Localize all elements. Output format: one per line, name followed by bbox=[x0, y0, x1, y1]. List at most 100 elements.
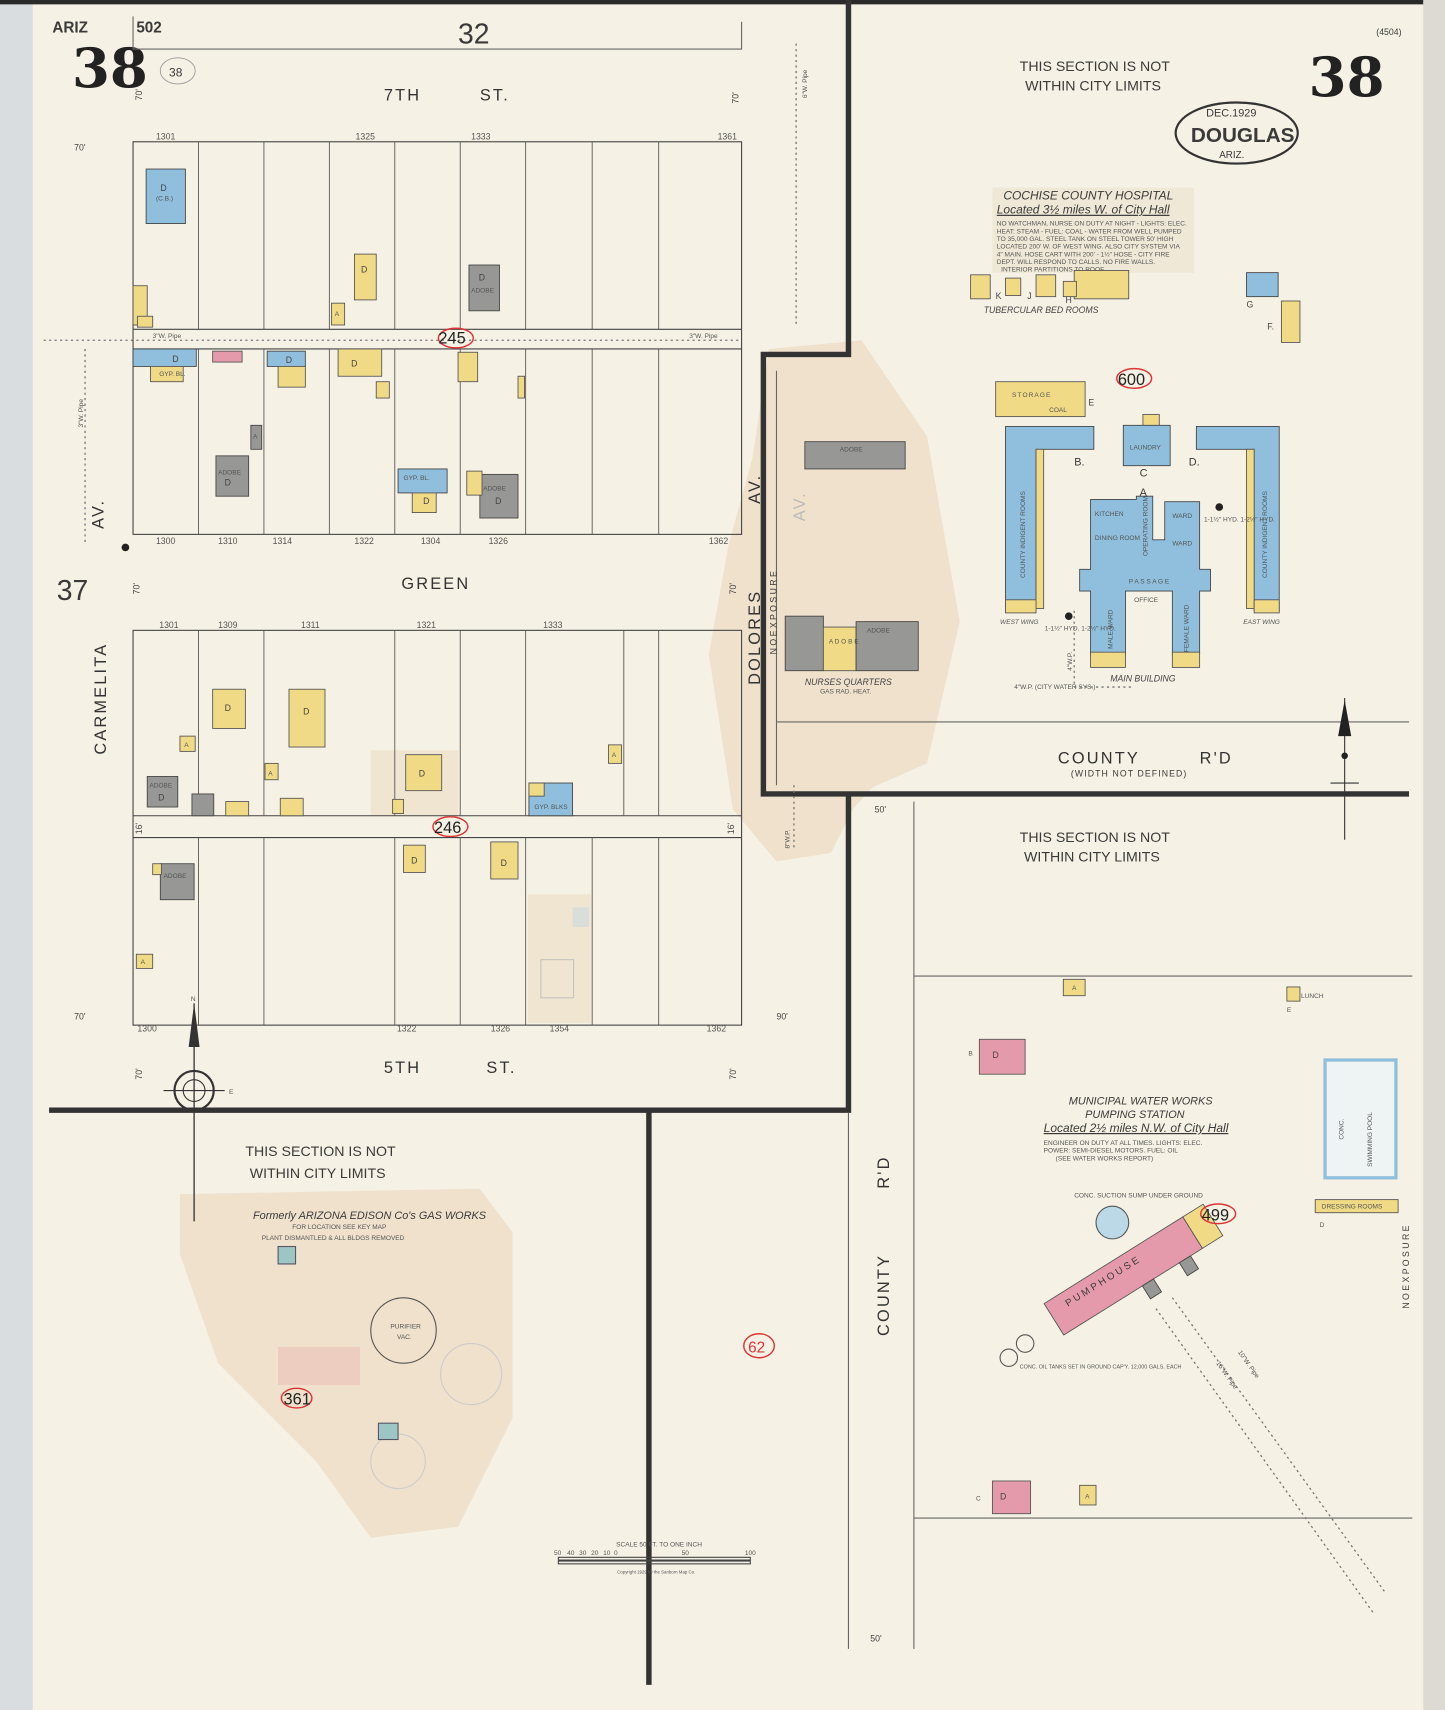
svg-text:ENGINEER ON DUTY AT ALL TIMES.: ENGINEER ON DUTY AT ALL TIMES. LIGHTS: E… bbox=[1044, 1140, 1203, 1147]
dim-label: 70' bbox=[132, 583, 142, 595]
fire-block-number: 600 bbox=[1118, 371, 1145, 389]
adjacent-sheet-line bbox=[132, 16, 743, 50]
svg-text:Located 2½ miles N.W. of City: Located 2½ miles N.W. of City Hall bbox=[1044, 1121, 1229, 1135]
svg-text:FEMALE WARD: FEMALE WARD bbox=[1184, 604, 1191, 652]
svg-text:LOCATED 200' W. OF WEST WING.: LOCATED 200' W. OF WEST WING. ALSO CITY … bbox=[997, 244, 1181, 251]
svg-text:WITHIN CITY LIMITS: WITHIN CITY LIMITS bbox=[1024, 850, 1160, 866]
street-county-rd-vertical-suffix: R'D bbox=[875, 1155, 893, 1188]
svg-text:COUNTY INDIGENT ROOMS: COUNTY INDIGENT ROOMS bbox=[1262, 491, 1269, 578]
svg-text:G: G bbox=[1247, 300, 1254, 310]
limits-note-top-right: THIS SECTION IS NOT WITHIN CITY LIMITS bbox=[1020, 59, 1171, 95]
svg-text:ADOBE: ADOBE bbox=[149, 782, 173, 789]
dim-label: 90' bbox=[776, 1012, 788, 1022]
cochise-county-hospital: COCHISE COUNTY HOSPITAL Located 3½ miles… bbox=[970, 187, 1301, 684]
fire-block-circle bbox=[1200, 1203, 1237, 1225]
street-county-rd-vertical: COUNTY bbox=[875, 1254, 893, 1336]
svg-text:0: 0 bbox=[614, 1550, 618, 1557]
svg-text:C: C bbox=[976, 1496, 981, 1503]
pipe-label-3: 3"W. Pipe bbox=[78, 399, 85, 428]
street-7th: 7TH bbox=[384, 86, 421, 104]
svg-text:D: D bbox=[419, 768, 425, 778]
date-stamp: DEC.1929 DOUGLAS ARIZ. bbox=[1174, 101, 1299, 165]
water-pipe-pump-1 bbox=[1171, 1297, 1386, 1593]
svg-text:30: 30 bbox=[579, 1550, 587, 1557]
svg-text:H: H bbox=[1065, 295, 1071, 305]
svg-text:VAC.: VAC. bbox=[397, 1334, 412, 1341]
svg-text:(C.B.): (C.B.) bbox=[156, 196, 173, 203]
right-scan-margin bbox=[1423, 0, 1445, 1710]
svg-text:OFFICE: OFFICE bbox=[1134, 597, 1159, 604]
svg-text:WITHIN CITY LIMITS: WITHIN CITY LIMITS bbox=[250, 1166, 386, 1182]
svg-text:D: D bbox=[361, 265, 367, 275]
nurses-quarters-label: NURSES QUARTERS bbox=[805, 677, 892, 687]
address: 1322 bbox=[397, 1024, 417, 1034]
svg-text:D: D bbox=[158, 792, 164, 802]
svg-text:MALE WARD: MALE WARD bbox=[1107, 609, 1114, 649]
svg-text:FOR LOCATION SEE KEY MAP: FOR LOCATION SEE KEY MAP bbox=[292, 1224, 387, 1231]
gas-works-site: Formerly ARIZONA EDISON Co's GAS WORKS F… bbox=[253, 1210, 503, 1490]
svg-text:DOUGLAS: DOUGLAS bbox=[1191, 124, 1295, 147]
svg-text:E: E bbox=[1287, 1007, 1292, 1014]
address: 1362 bbox=[707, 1024, 727, 1034]
svg-text:SCALE 50 FT. TO ONE INCH: SCALE 50 FT. TO ONE INCH bbox=[616, 1541, 702, 1548]
fire-block-circle bbox=[1116, 367, 1153, 389]
svg-text:A D O B E: A D O B E bbox=[829, 638, 859, 645]
svg-text:E: E bbox=[1088, 398, 1094, 408]
svg-text:D: D bbox=[303, 706, 309, 716]
dim-label: 50' bbox=[870, 1633, 882, 1643]
address: 1361 bbox=[718, 132, 738, 142]
svg-text:HEAT: STEAM - FUEL: COAL - WAT: HEAT: STEAM - FUEL: COAL - WATER FROM WE… bbox=[997, 228, 1182, 235]
svg-text:ADOBE: ADOBE bbox=[867, 628, 891, 635]
svg-text:D: D bbox=[495, 496, 501, 506]
address: 1300 bbox=[137, 1024, 157, 1034]
pencil-circle bbox=[159, 57, 196, 85]
svg-text:D: D bbox=[479, 272, 485, 282]
address: 1354 bbox=[550, 1024, 570, 1034]
svg-text:A: A bbox=[184, 742, 189, 749]
address: 1326 bbox=[489, 536, 509, 546]
svg-text:CONC.: CONC. bbox=[1339, 1118, 1346, 1139]
svg-text:THIS SECTION IS NOT: THIS SECTION IS NOT bbox=[1020, 830, 1171, 846]
svg-text:OPERATING ROOM: OPERATING ROOM bbox=[1142, 496, 1149, 556]
fire-block-number: 246 bbox=[434, 819, 461, 837]
svg-text:A: A bbox=[1140, 487, 1148, 499]
svg-text:A: A bbox=[1072, 985, 1077, 992]
svg-text:CONC. OIL TANKS SET IN GROUND: CONC. OIL TANKS SET IN GROUND CAP'Y. 12,… bbox=[1020, 1365, 1182, 1371]
block-246: 1301 1309 1311 1321 1333 1300 1322 1326 … bbox=[132, 620, 743, 1034]
svg-text:THIS SECTION IS NOT: THIS SECTION IS NOT bbox=[1020, 59, 1171, 75]
svg-text:STORAGE: STORAGE bbox=[1012, 392, 1051, 399]
svg-text:DRESSING ROOMS: DRESSING ROOMS bbox=[1322, 1203, 1383, 1210]
adjacent-top-sheet: 32 bbox=[458, 19, 490, 51]
svg-text:DINING ROOM: DINING ROOM bbox=[1095, 535, 1140, 542]
svg-text:DEC.1929: DEC.1929 bbox=[1206, 108, 1256, 120]
dolores-paste-overlay bbox=[708, 340, 960, 862]
pipe-label-4: 6"W. Pipe bbox=[802, 69, 809, 98]
water-pipe-hospital bbox=[1073, 610, 1135, 688]
svg-text:E: E bbox=[229, 1089, 234, 1096]
dim-label: 70' bbox=[134, 1068, 144, 1080]
svg-text:D: D bbox=[225, 477, 231, 487]
hospital-title: COCHISE COUNTY HOSPITAL bbox=[1003, 189, 1173, 203]
svg-text:C: C bbox=[1140, 468, 1148, 480]
svg-text:ADOBE: ADOBE bbox=[218, 469, 242, 476]
svg-text:ADOBE: ADOBE bbox=[164, 873, 188, 880]
street-dolores-av: AV. bbox=[746, 474, 764, 504]
street-dolores-av-faint: AV. bbox=[791, 491, 809, 521]
address: 1300 bbox=[156, 536, 176, 546]
svg-text:GYP. BL.: GYP. BL. bbox=[159, 371, 186, 378]
svg-text:100: 100 bbox=[745, 1550, 756, 1557]
svg-text:ADOBE: ADOBE bbox=[840, 446, 864, 453]
svg-text:P A S S A G E: P A S S A G E bbox=[1129, 578, 1170, 585]
dim-label: 50' bbox=[875, 804, 887, 814]
street-5th-st: ST. bbox=[486, 1059, 516, 1077]
svg-text:50: 50 bbox=[682, 1550, 690, 1557]
svg-text:ADOBE: ADOBE bbox=[483, 486, 507, 493]
pencil-number-circle bbox=[743, 1333, 776, 1359]
svg-text:COAL: COAL bbox=[1049, 407, 1067, 414]
dim-label: 70' bbox=[74, 1012, 86, 1022]
svg-text:A: A bbox=[335, 311, 340, 318]
hospital-location: Located 3½ miles W. of City Hall bbox=[997, 203, 1170, 217]
gas-works-title: Formerly ARIZONA EDISON Co's GAS WORKS bbox=[253, 1210, 487, 1222]
fire-block-number: 499 bbox=[1202, 1206, 1229, 1224]
